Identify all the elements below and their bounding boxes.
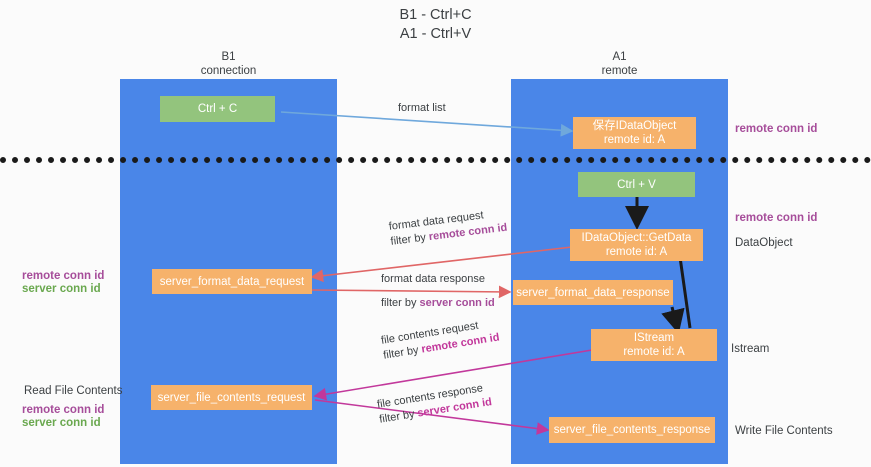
filter-key-server-conn-id: server conn id (419, 297, 495, 309)
note-mid-remote-conn-id: remote conn id (22, 270, 105, 282)
column-header-a1: A1 remote (511, 50, 728, 78)
title-line-1: B1 - Ctrl+C (399, 7, 472, 23)
node-server-file-contents-response[interactable]: server_file_contents_response (549, 417, 715, 443)
node-server-format-data-response[interactable]: server_format_data_response (513, 280, 673, 305)
column-header-b1: B1 connection (120, 50, 337, 78)
edge-label-format-data-request: format data request filter by remote con… (388, 206, 508, 250)
node-ctrl-c[interactable]: Ctrl + C (160, 96, 275, 122)
node-idataobject-store-remote-id: remote id: A (603, 134, 666, 146)
column-a1-role: remote (601, 65, 638, 77)
node-idataobject-getdata-title: IDataObject::GetData (581, 232, 692, 244)
note-remote-conn-id-mid: remote conn id (735, 212, 818, 224)
edge-label-file-contents-request: file contents request filter by remote c… (380, 316, 501, 364)
edge-label-file-contents-response: file contents response filter by server … (376, 380, 493, 427)
node-idataobject-getdata[interactable]: IDataObject::GetData remote id: A (570, 229, 703, 261)
note-istream: Istream (731, 343, 770, 355)
node-ctrl-v-label: Ctrl + V (617, 178, 656, 191)
column-b1-name: B1 (221, 51, 236, 63)
node-istream[interactable]: IStream remote id: A (591, 329, 717, 361)
note-low-server-conn-id: server conn id (22, 417, 101, 429)
node-istream-title: IStream (633, 332, 675, 344)
note-read-file-contents: Read File Contents (24, 385, 123, 397)
filter-prefix: filter by (381, 297, 417, 309)
node-server-file-contents-response-label: server_file_contents_response (553, 424, 711, 436)
title-line-2: A1 - Ctrl+V (399, 26, 472, 42)
note-dataobject: DataObject (735, 237, 793, 249)
node-istream-remote-id: remote id: A (623, 346, 685, 358)
note-mid-server-conn-id: server conn id (22, 283, 101, 295)
node-idataobject-store-title: 保存IDataObject (592, 120, 677, 132)
note-remote-conn-id-top: remote conn id (735, 123, 818, 135)
note-write-file-contents: Write File Contents (735, 425, 833, 437)
filter-prefix: filter by (389, 231, 427, 248)
note-low-remote-conn-id: remote conn id (22, 404, 105, 416)
column-a1-name: A1 (612, 51, 627, 63)
edge-label-format-data-response-filter: filter by server conn id (381, 296, 495, 311)
node-idataobject-store[interactable]: 保存IDataObject remote id: A (573, 117, 696, 149)
node-server-file-contents-request-label: server_file_contents_request (157, 391, 306, 404)
node-server-format-data-response-label: server_format_data_response (516, 286, 670, 299)
node-server-file-contents-request[interactable]: server_file_contents_request (151, 385, 312, 410)
diagram-title: B1 - Ctrl+C A1 - Ctrl+V (0, 6, 871, 44)
edge-label-format-data-response-text: format data response (381, 273, 485, 285)
edge-label-format-list: format list (398, 101, 446, 116)
node-server-format-data-request[interactable]: server_format_data_request (152, 269, 312, 294)
node-ctrl-c-label: Ctrl + C (197, 103, 238, 115)
edge-label-format-list-text: format list (398, 102, 446, 114)
section-divider (0, 157, 871, 163)
filter-prefix: filter by (378, 408, 416, 426)
filter-prefix: filter by (382, 344, 420, 362)
column-b1-role: connection (200, 65, 257, 77)
node-ctrl-v[interactable]: Ctrl + V (578, 172, 695, 197)
node-idataobject-getdata-remote-id: remote id: A (605, 246, 668, 258)
node-server-format-data-request-label: server_format_data_request (159, 275, 305, 288)
edge-label-format-data-response: format data response filter by server co… (381, 272, 495, 311)
